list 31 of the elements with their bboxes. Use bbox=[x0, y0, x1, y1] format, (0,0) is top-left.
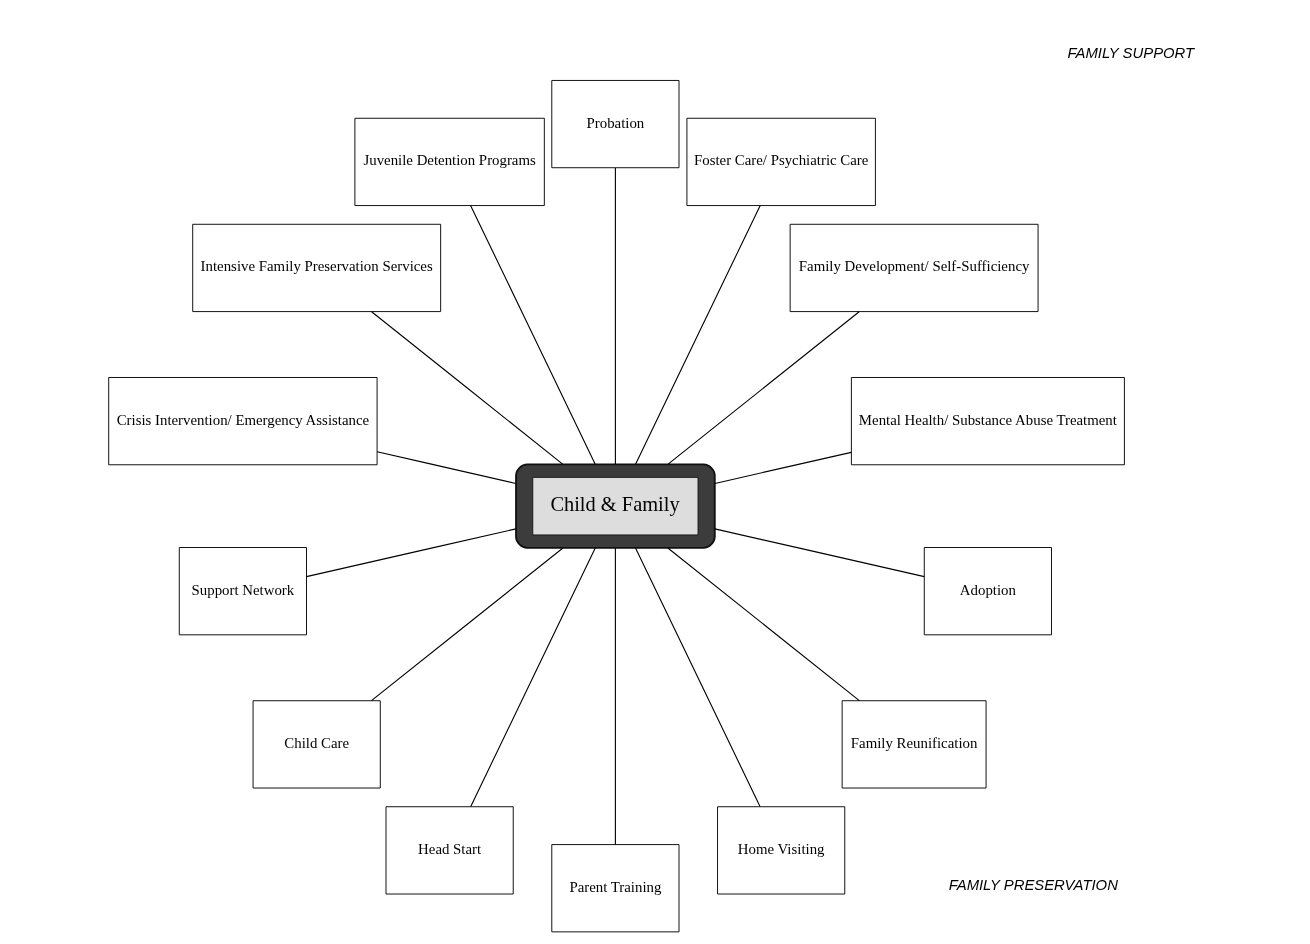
node-box: Child & Family bbox=[514, 463, 716, 549]
connector bbox=[370, 311, 563, 465]
node-box: Family Development/ Self-Sufficiency bbox=[789, 223, 1039, 313]
connector bbox=[305, 528, 516, 578]
connector bbox=[713, 528, 925, 578]
connector bbox=[614, 547, 616, 845]
connector bbox=[370, 547, 563, 702]
connector bbox=[713, 451, 852, 484]
connector bbox=[667, 311, 860, 465]
node-box: Family Reunification bbox=[841, 700, 987, 789]
node-box: Support Network bbox=[178, 547, 307, 636]
connector bbox=[376, 451, 516, 484]
node-box: Juvenile Detention Programs bbox=[353, 117, 545, 207]
node-box: Crisis Intervention/ Emergency Assistance bbox=[107, 377, 378, 466]
connector bbox=[614, 167, 616, 465]
node-box: Child Care bbox=[252, 700, 381, 789]
node-box: Probation bbox=[550, 79, 679, 169]
node-box: Foster Care/ Psychiatric Care bbox=[685, 117, 876, 207]
label: FAMILY SUPPORT bbox=[1067, 45, 1194, 62]
node-box: Mental Health/ Substance Abuse Treatment bbox=[850, 377, 1125, 466]
node-box: Intensive Family Preservation Services bbox=[191, 223, 441, 313]
node-box: Parent Training bbox=[550, 844, 679, 933]
connector bbox=[469, 205, 596, 465]
node-box: Head Start bbox=[385, 806, 514, 895]
connector bbox=[469, 547, 596, 807]
connector bbox=[634, 547, 761, 807]
connector bbox=[666, 547, 860, 702]
node-box: Home Visiting bbox=[716, 806, 845, 895]
connector bbox=[634, 205, 761, 465]
label: FAMILY PRESERVATION bbox=[948, 877, 1118, 894]
node-box: Adoption bbox=[923, 547, 1052, 636]
